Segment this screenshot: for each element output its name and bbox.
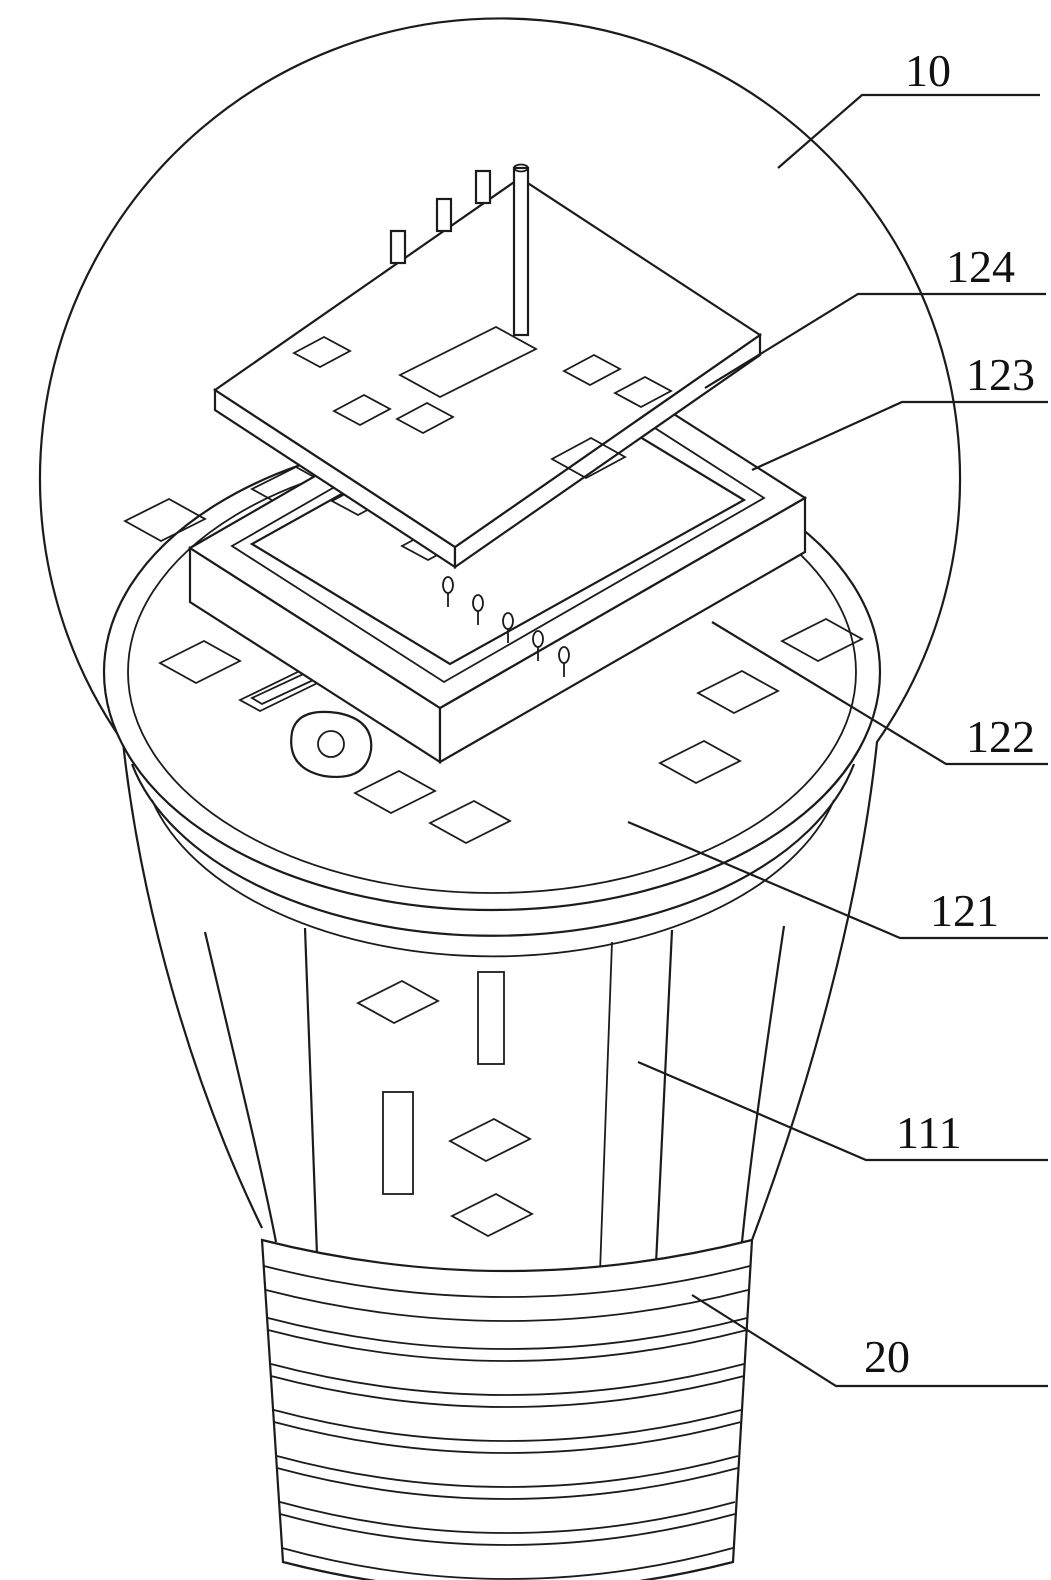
thread-line [270, 1363, 745, 1396]
leader-111 [637, 1060, 1048, 1162]
thread-line [273, 1409, 742, 1442]
smd-component [398, 325, 538, 399]
thread-line [279, 1513, 736, 1546]
leader-122 [711, 621, 1048, 766]
smd-component [123, 497, 207, 543]
screw-base [260, 1238, 754, 1580]
screw-hole [317, 730, 345, 758]
label-123: 123 [966, 349, 1035, 400]
thread-line [281, 1547, 734, 1580]
reference-labels: 10 124 123 122 121 111 20 [864, 45, 1035, 1382]
label-20: 20 [864, 1331, 910, 1382]
leader-20 [691, 1294, 1048, 1388]
column-body [305, 928, 672, 1302]
thread-line [267, 1317, 748, 1350]
antenna-tip [513, 163, 529, 173]
thread-line [276, 1467, 739, 1500]
smd-component [658, 739, 742, 785]
column-slot [477, 971, 505, 1065]
leader-123 [751, 400, 1048, 472]
leader-121 [627, 820, 1048, 940]
connector-tab [435, 197, 453, 233]
column-right-edge [653, 929, 674, 1286]
smd-component [395, 401, 455, 435]
cone-left-edge [203, 931, 278, 1243]
solder-pins [442, 576, 570, 677]
label-124: 124 [946, 241, 1015, 292]
thread-line [270, 1375, 745, 1408]
smd-component [353, 769, 437, 815]
base-body [260, 1238, 754, 1580]
column-slot [382, 1091, 414, 1195]
label-111: 111 [896, 1107, 962, 1158]
thread-line [279, 1501, 736, 1534]
base-ring [263, 1265, 751, 1298]
antenna-rod [512, 166, 530, 337]
leader-10 [777, 93, 1040, 169]
housing-cone [203, 925, 786, 1243]
plate-rim-arc [151, 799, 835, 958]
plate-rim-arc [130, 763, 856, 937]
leader-lines [627, 93, 1048, 1388]
column-vent [356, 979, 440, 1025]
column-vent [450, 1192, 534, 1238]
thread-line [267, 1329, 748, 1362]
inner-housing-column [303, 927, 674, 1303]
smd-component [562, 353, 622, 387]
leader-124 [704, 292, 1046, 389]
thread-line [276, 1455, 739, 1488]
column-left-edge [303, 927, 320, 1283]
smd-component [550, 436, 627, 480]
pcb-top-surface [213, 176, 762, 549]
label-121: 121 [930, 885, 999, 936]
thread-line [273, 1421, 742, 1454]
column-inner-edge [599, 941, 613, 1273]
smd-component [158, 639, 242, 685]
smd-component [696, 669, 780, 715]
top-pcb-module [213, 163, 762, 570]
connector-tab [389, 229, 407, 265]
label-10: 10 [905, 45, 951, 96]
cone-right-edge [740, 925, 786, 1243]
connector-tab [474, 169, 492, 205]
smd-component [780, 617, 864, 663]
smd-component [292, 335, 352, 369]
glass-outline [38, 17, 962, 1241]
smd-component [332, 393, 392, 427]
bulb-glass-envelope [38, 17, 962, 1241]
smd-component [613, 375, 673, 409]
smd-component [428, 799, 512, 845]
mounting-tab [290, 710, 373, 778]
base-ring [265, 1289, 749, 1322]
column-vent [448, 1117, 532, 1163]
label-122: 122 [966, 711, 1035, 762]
